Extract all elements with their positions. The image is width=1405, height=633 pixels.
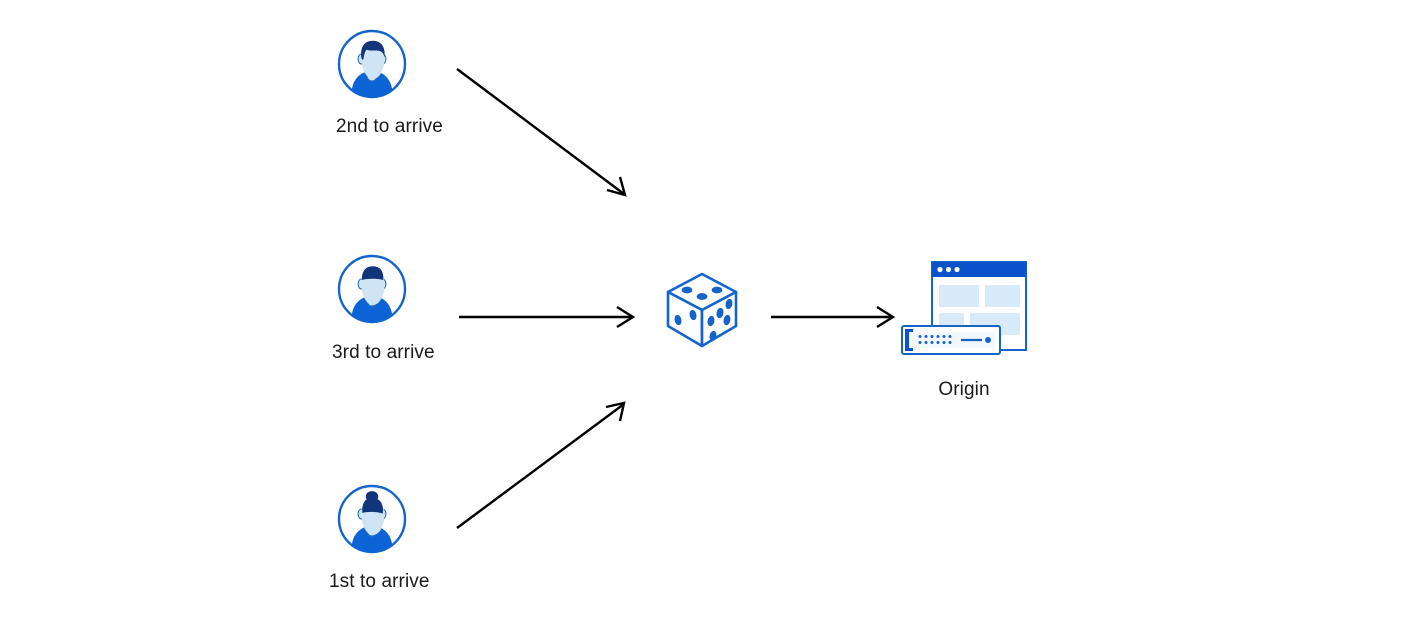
arrow-1st-to-dice (456, 401, 626, 529)
arrow-2nd-to-dice (456, 68, 627, 197)
user-avatar-icon (336, 28, 408, 100)
user-3rd-label: 3rd to arrive (332, 342, 435, 363)
user-2nd-label: 2nd to arrive (336, 116, 443, 137)
arrow-3rd-to-dice (459, 305, 636, 329)
origin-label: Origin (938, 379, 990, 400)
origin-server-icon (896, 256, 1036, 366)
arrow-dice-to-origin (771, 305, 896, 329)
user-avatar-icon (336, 483, 408, 555)
user-1st-label: 1st to arrive (329, 571, 430, 592)
server-appliance-icon (901, 325, 1001, 355)
user-avatar-icon (336, 253, 408, 325)
dice-cube-icon (660, 268, 744, 352)
